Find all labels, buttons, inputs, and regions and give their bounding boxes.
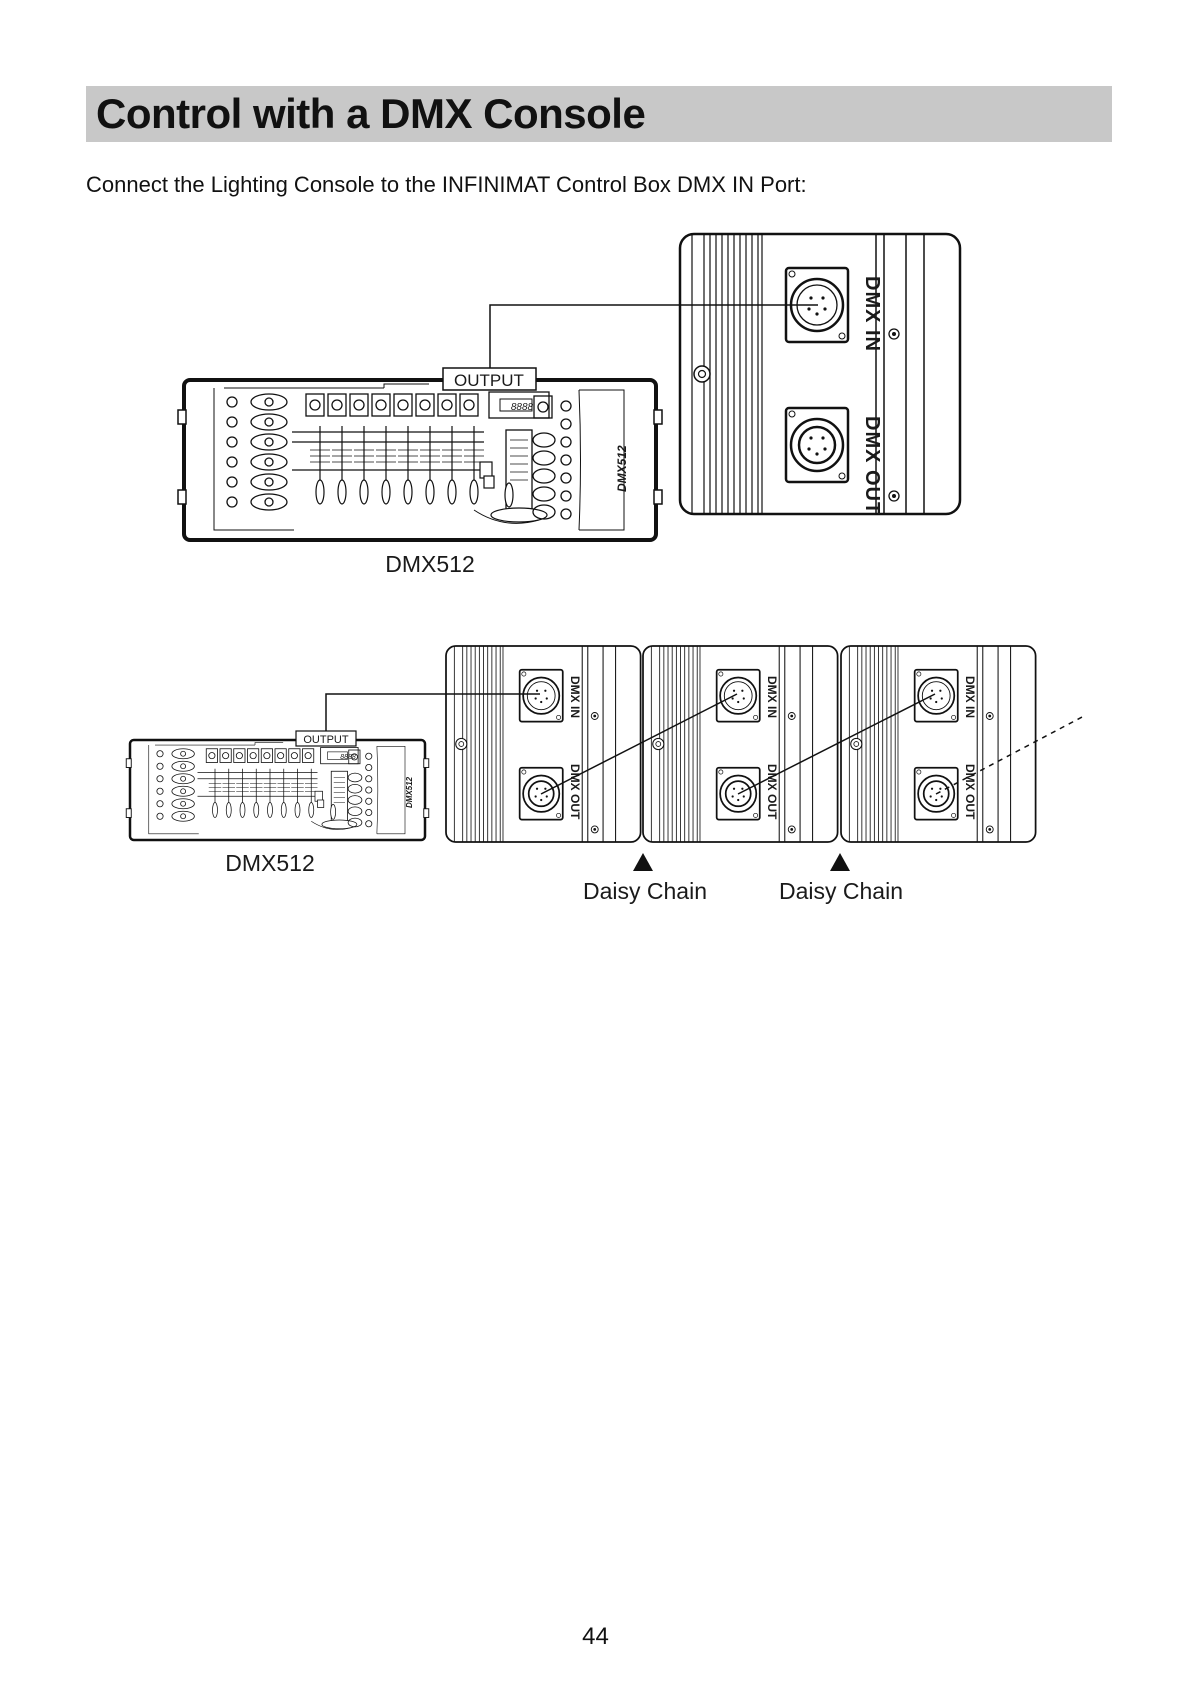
control-box-3: DMX IN DMX OUT xyxy=(841,646,1036,842)
control-box: DMX IN DMX OUT xyxy=(680,234,960,515)
control-box-2: DMX IN DMX OUT xyxy=(643,646,838,842)
dmx-in-label: DMX IN xyxy=(963,676,977,718)
dmx-out-label: DMX OUT xyxy=(963,764,977,820)
output-label: OUTPUT xyxy=(454,371,524,390)
output-port: OUTPUT xyxy=(296,731,356,746)
dmx-out-label: DMX OUT xyxy=(568,764,582,820)
output-port: OUTPUT xyxy=(443,368,536,390)
console-display: 8888 xyxy=(511,402,534,413)
dmx-in-label: DMX IN xyxy=(861,276,883,352)
dmx-in-label: DMX IN xyxy=(568,676,582,718)
diagram-1: DMX IN DMX OUT 8888 DMX512 OUTPUT DMX512 xyxy=(178,234,960,577)
dmx-in-label: DMX IN xyxy=(765,676,779,718)
daisy-chain-arrow-1 xyxy=(633,853,653,871)
daisy-chain-arrow-2 xyxy=(830,853,850,871)
dmx-console: 8888 DMX512 xyxy=(126,740,429,840)
diagram-2: DMX IN DMX OUT DMX IN DMX OUT DMX IN DMX… xyxy=(126,646,1084,904)
control-box-1: DMX IN DMX OUT xyxy=(446,646,641,842)
console-display: 8888 xyxy=(340,754,356,761)
dmx-console: 8888 DMX512 xyxy=(178,380,662,540)
daisy-chain-label-1: Daisy Chain xyxy=(583,878,707,904)
console-name: DMX512 xyxy=(225,850,314,876)
console-side-label: DMX512 xyxy=(405,776,414,808)
console-name: DMX512 xyxy=(385,551,474,577)
dmx-out-label: DMX OUT xyxy=(765,764,779,820)
console-side-label: DMX512 xyxy=(615,445,629,492)
daisy-chain-label-2: Daisy Chain xyxy=(779,878,903,904)
page-number: 44 xyxy=(0,1623,1191,1651)
output-label: OUTPUT xyxy=(303,734,349,746)
dmx-out-label: DMX OUT xyxy=(861,416,883,515)
